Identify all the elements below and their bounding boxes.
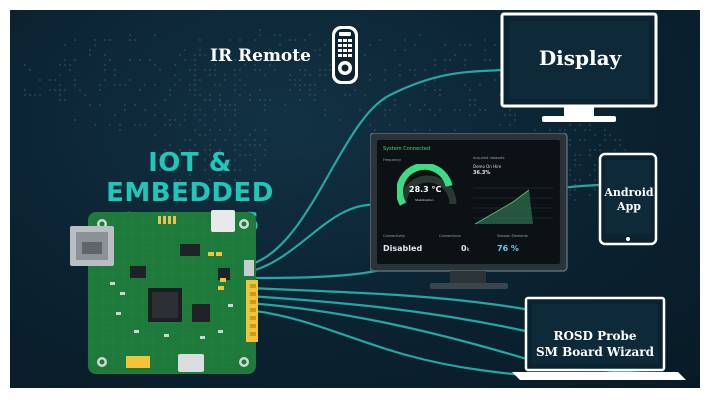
right-panel-title: Demo On Hire — [473, 164, 502, 169]
wire-to-laptop-1 — [246, 286, 532, 312]
wire-to-laptop-3 — [246, 301, 532, 362]
bottom-label-1: Connectivity — [383, 234, 405, 238]
laptop-icon — [512, 296, 686, 380]
android-app-label: Android App — [598, 186, 660, 214]
dashboard-screen: System Connected Frequency 28.3 °C Stabi… — [377, 140, 560, 264]
dashboard-status: System Connected — [383, 146, 431, 152]
android-label-line-2: App — [617, 200, 641, 213]
circuit-board-icon — [70, 210, 258, 374]
monitor-icon — [500, 12, 658, 122]
ir-remote-label: IR Remote — [210, 46, 311, 66]
right-panel-caption: Acquired datasets — [473, 156, 505, 160]
bottom-value-2: 0k — [461, 244, 469, 253]
display-label: Display — [538, 46, 622, 70]
title-line-1: IOT & EMBEDDED — [106, 148, 274, 208]
gauge-caption: Frequency — [383, 158, 402, 162]
diagram-canvas: IOT & EMBEDDED SYSTEMS IR Remote Display… — [10, 10, 700, 388]
remote-control-icon — [332, 26, 358, 84]
bottom-value-1: Disabled — [383, 244, 423, 253]
bottom-label-2: Connections — [439, 234, 461, 238]
rosd-label-line-1: ROSD Probe — [553, 329, 637, 343]
gauge-dial — [397, 164, 457, 206]
android-label-line-1: Android — [604, 186, 654, 199]
gauge-subcaption: Stabilization — [415, 198, 434, 202]
rosd-probe-label: ROSD Probe SM Board Wizard — [530, 328, 660, 360]
wire-to-display — [246, 68, 504, 267]
wire-to-tv — [246, 203, 380, 274]
bottom-label-3: Session Elements — [497, 234, 528, 238]
bottom-value-3: 76 % — [497, 244, 519, 253]
right-panel-value: 36.3% — [473, 170, 491, 176]
area-chart — [473, 187, 553, 225]
wire-to-laptop-2 — [246, 294, 532, 334]
bottom-value-2-unit: k — [466, 247, 470, 253]
bottom-value-2-number: 0 — [461, 244, 467, 253]
gauge-value: 28.3 °C — [409, 185, 442, 194]
rosd-label-line-2: SM Board Wizard — [535, 345, 655, 359]
tablet-icon — [598, 152, 658, 246]
